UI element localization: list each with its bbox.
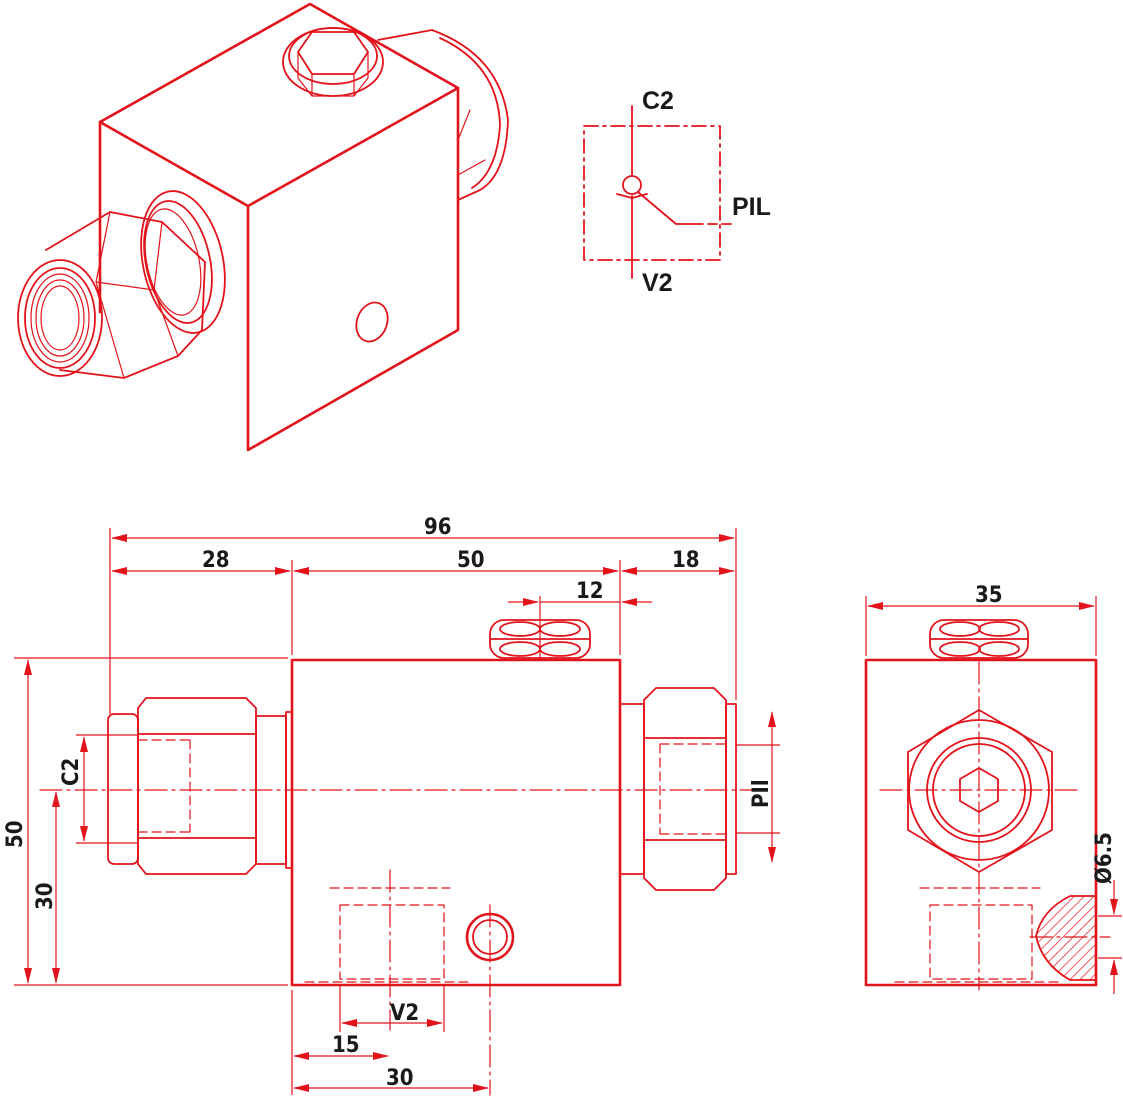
dim-v2-spacing: 30 bbox=[386, 1066, 414, 1091]
valve-body bbox=[290, 658, 622, 987]
dim-plug-width: 12 bbox=[576, 579, 604, 604]
port-label-c2: C2 bbox=[642, 87, 674, 115]
dim-v2-label: V2 bbox=[390, 1001, 419, 1026]
port-label-v2: V2 bbox=[642, 269, 673, 297]
port-label-pil: PIL bbox=[732, 193, 771, 221]
pil-fitting bbox=[619, 687, 737, 891]
dimension-values: 96 28 50 18 12 35 V2 15 30 50 30 C2 PIl … bbox=[3, 515, 1117, 1091]
dim-height: 50 bbox=[3, 820, 28, 848]
dim-overall-length: 96 bbox=[424, 515, 452, 540]
side-body bbox=[864, 658, 1098, 987]
front-view bbox=[39, 619, 761, 1096]
symbol-labels: C2 PIL V2 bbox=[642, 87, 771, 297]
mount-hole-iso bbox=[355, 301, 389, 343]
dim-center-height: 30 bbox=[33, 882, 58, 910]
side-view bbox=[864, 619, 1111, 991]
dim-c2-label: C2 bbox=[59, 758, 84, 786]
side-hex-fitting bbox=[907, 709, 1053, 873]
top-plug bbox=[282, 27, 384, 97]
dim-pil-label: PIl bbox=[749, 779, 774, 808]
dim-v2-offset: 15 bbox=[332, 1033, 360, 1058]
dim-body-length: 50 bbox=[457, 548, 485, 573]
side-top-plug bbox=[929, 619, 1029, 659]
front-port-fitting bbox=[17, 190, 226, 379]
dim-c2-port-length: 28 bbox=[202, 548, 230, 573]
dim-mount-hole: Ø6.5 bbox=[1092, 832, 1117, 884]
c2-fitting bbox=[107, 697, 293, 875]
dim-side-width: 35 bbox=[975, 583, 1003, 608]
dimension-lines bbox=[14, 528, 1122, 1095]
isometric-view bbox=[17, 2, 509, 452]
hydraulic-symbol bbox=[583, 105, 737, 279]
check-ball bbox=[622, 175, 642, 195]
v2-port-hidden bbox=[304, 869, 471, 1031]
dim-pil-port-length: 18 bbox=[672, 548, 700, 573]
